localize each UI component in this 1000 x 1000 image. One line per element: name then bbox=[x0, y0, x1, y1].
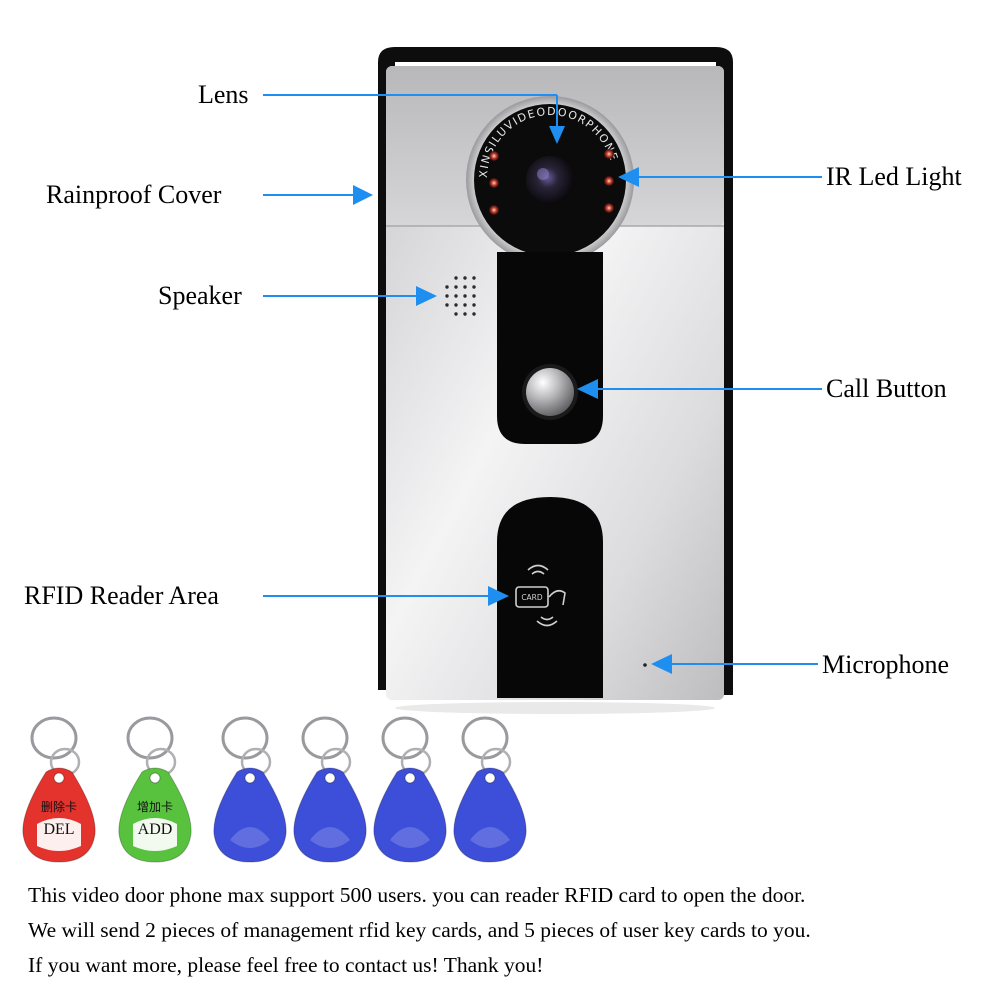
rfid-reader-area bbox=[497, 497, 603, 698]
ir-led-icon bbox=[489, 178, 499, 188]
ir-led-icon bbox=[604, 176, 614, 186]
speaker-hole bbox=[463, 294, 467, 298]
call-button-label: Call Button bbox=[826, 374, 947, 403]
card-icon-text: CARD bbox=[521, 593, 543, 602]
user-key-fob bbox=[373, 716, 447, 863]
speaker-hole bbox=[472, 285, 476, 289]
del-key-fob bbox=[22, 716, 96, 863]
speaker-hole bbox=[472, 303, 476, 307]
speaker-hole bbox=[454, 294, 458, 298]
user-key-fob bbox=[453, 716, 527, 863]
key-fob-body bbox=[373, 767, 447, 863]
speaker-hole bbox=[445, 303, 449, 307]
speaker-hole bbox=[463, 312, 467, 316]
ir-led-group bbox=[489, 149, 614, 215]
key-ring-icon bbox=[30, 716, 78, 760]
speaker-hole bbox=[454, 276, 458, 280]
key-fob-body bbox=[453, 767, 527, 863]
ir-led-light-label: IR Led Light bbox=[826, 162, 962, 191]
key-ring-icon bbox=[126, 716, 174, 760]
caption-line-3: If you want more, please feel free to co… bbox=[28, 953, 544, 977]
key-fob-body bbox=[293, 767, 367, 863]
user-key-fob bbox=[213, 716, 287, 863]
speaker-hole bbox=[472, 294, 476, 298]
caption-line-1: This video door phone max support 500 us… bbox=[28, 883, 806, 907]
ir-led-icon bbox=[489, 151, 499, 161]
speaker-hole bbox=[454, 303, 458, 307]
speaker-hole bbox=[445, 294, 449, 298]
lens-glass bbox=[526, 156, 574, 204]
speaker-hole bbox=[472, 312, 476, 316]
caption-line-2: We will send 2 pieces of management rfid… bbox=[28, 918, 811, 942]
ir-led-icon bbox=[604, 149, 614, 159]
key-fob-body bbox=[213, 767, 287, 863]
key-fob-row bbox=[22, 716, 527, 863]
speaker-hole bbox=[463, 285, 467, 289]
add-fob-label: ADD bbox=[138, 821, 173, 838]
speaker-hole bbox=[445, 285, 449, 289]
speaker-grille bbox=[445, 276, 476, 316]
key-ring-icon bbox=[381, 716, 429, 760]
card-icon bbox=[515, 564, 566, 627]
lens-label: Lens bbox=[198, 80, 249, 109]
speaker-label: Speaker bbox=[158, 281, 242, 310]
speaker-hole bbox=[472, 276, 476, 280]
key-ring-icon bbox=[221, 716, 269, 760]
add-fob-chinese: 增加卡 bbox=[137, 800, 173, 814]
ir-led-icon bbox=[604, 203, 614, 213]
key-ring-icon bbox=[461, 716, 509, 760]
speaker-hole bbox=[463, 303, 467, 307]
rfid-reader-area-label: RFID Reader Area bbox=[24, 581, 219, 610]
rainproof-cover-label: Rainproof Cover bbox=[46, 180, 222, 209]
user-key-fob bbox=[293, 716, 367, 863]
del-fob-chinese: 删除卡 bbox=[41, 799, 77, 814]
key-ring-icon bbox=[301, 716, 349, 760]
microphone-label: Microphone bbox=[822, 650, 950, 679]
speaker-hole bbox=[454, 285, 458, 289]
add-key-fob bbox=[118, 716, 192, 863]
ir-led-icon bbox=[489, 205, 499, 215]
callout-arrows bbox=[263, 94, 822, 674]
speaker-hole bbox=[463, 276, 467, 280]
del-fob-label: DEL bbox=[43, 821, 74, 838]
microphone-hole bbox=[643, 663, 647, 667]
speaker-hole bbox=[454, 312, 458, 316]
